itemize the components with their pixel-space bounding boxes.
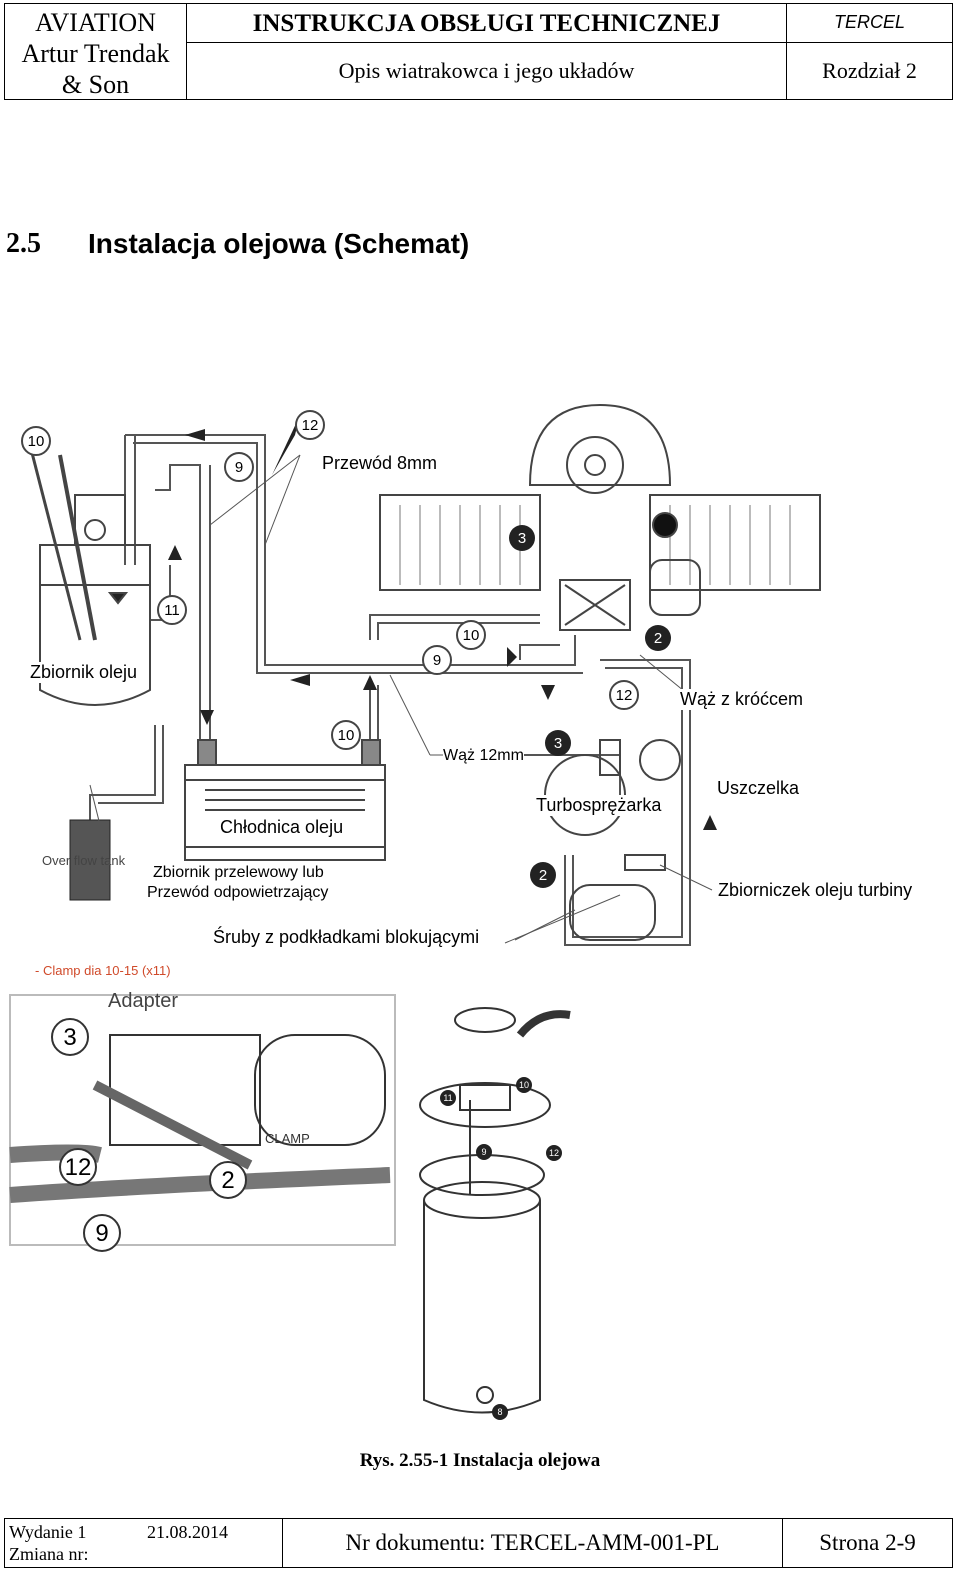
label-oil-cooler: Chłodnica oleju	[220, 817, 344, 838]
label-hose-12mm: Wąż 12mm	[443, 747, 524, 765]
figure-caption: Rys. 2.55-1 Instalacja olejowa	[359, 1450, 601, 1471]
callout-10b: 10	[463, 627, 480, 644]
edition-label: Wydanie 1	[9, 1522, 87, 1542]
company-name: AVIATION Artur Trendak & Son	[5, 4, 187, 99]
diagram-drawing: 10 12 9 11 3 2 10 9 12 10 3 2	[9, 403, 821, 1420]
aircraft-name: TERCEL	[787, 4, 952, 43]
callout-12c: 12	[65, 1154, 92, 1181]
label-hose-with-nozzle: Wąż z króćcem	[680, 689, 804, 710]
label-oil-tank: Zbiornik oleju	[30, 662, 138, 683]
company-line-3: & Son	[61, 70, 130, 99]
label-bolts: Śruby z podkładkami blokującymi	[213, 927, 480, 948]
edition-info: Wydanie 1 21.08.2014 Zmiana nr:	[5, 1519, 283, 1567]
page-number: Strona 2-9	[819, 1530, 916, 1555]
clamp-note: - Clamp dia 10-15 (x11)	[35, 963, 171, 978]
callout-10a: 10	[28, 433, 45, 450]
label-overflow-line-1: Zbiornik przelewowy lub	[153, 864, 324, 882]
page-header: AVIATION Artur Trendak & Son INSTRUKCJA …	[4, 3, 953, 100]
label-turbo-oil-tank: Zbiorniczek oleju turbiny	[718, 880, 913, 901]
label-gasket: Uszczelka	[717, 778, 800, 799]
callout-11d: 11	[443, 1093, 452, 1103]
callout-2b: 2	[539, 867, 547, 884]
clamp-label: CLAMP	[265, 1131, 310, 1146]
document-title: INSTRUKCJA OBSŁUGI TECHNICZNEJ	[187, 4, 787, 43]
callout-12a: 12	[302, 417, 319, 434]
company-line-2: Artur Trendak	[21, 39, 170, 68]
label-overflow-line-2: Przewód odpowietrzający	[147, 884, 329, 902]
label-turbo: Turbosprężarka	[536, 795, 662, 816]
callout-3c: 3	[63, 1024, 76, 1051]
callout-11a: 11	[164, 602, 180, 619]
callout-3b: 3	[554, 735, 562, 752]
label-pipe-8mm: Przewód 8mm	[322, 453, 438, 474]
callout-9a: 9	[235, 459, 243, 476]
callout-2a: 2	[654, 630, 662, 647]
oil-system-diagram: 10 12 9 11 3 2 10 9 12 10 3 2	[0, 395, 960, 1435]
chapter-label: Rozdział 2	[822, 58, 917, 83]
company-line-1: AVIATION	[35, 8, 156, 37]
callout-9b: 9	[433, 652, 441, 669]
document-subtitle: Opis wiatrakowca i jego układów	[187, 43, 787, 99]
callout-12d: 12	[549, 1148, 559, 1158]
callout-12b: 12	[616, 687, 633, 704]
edition-date: 21.08.2014	[147, 1522, 228, 1542]
document-number: Nr dokumentu: TERCEL-AMM-001-PL	[283, 1519, 783, 1567]
callout-3a: 3	[518, 530, 526, 547]
change-label: Zmiana nr:	[9, 1544, 89, 1564]
callout-8d: 8	[497, 1407, 502, 1417]
callout-9d: 9	[481, 1147, 486, 1157]
adapter-label: Adapter	[108, 990, 178, 1012]
callout-10c: 10	[338, 727, 355, 744]
page-footer: Wydanie 1 21.08.2014 Zmiana nr: Nr dokum…	[4, 1518, 953, 1568]
callout-10d: 10	[519, 1080, 529, 1090]
overflow-tank-en: Over flow tank	[42, 853, 126, 868]
section-number: 2.5	[6, 228, 41, 259]
callout-2c: 2	[221, 1167, 234, 1194]
section-title: Instalacja olejowa (Schemat)	[88, 228, 470, 259]
callout-9c: 9	[95, 1220, 108, 1247]
